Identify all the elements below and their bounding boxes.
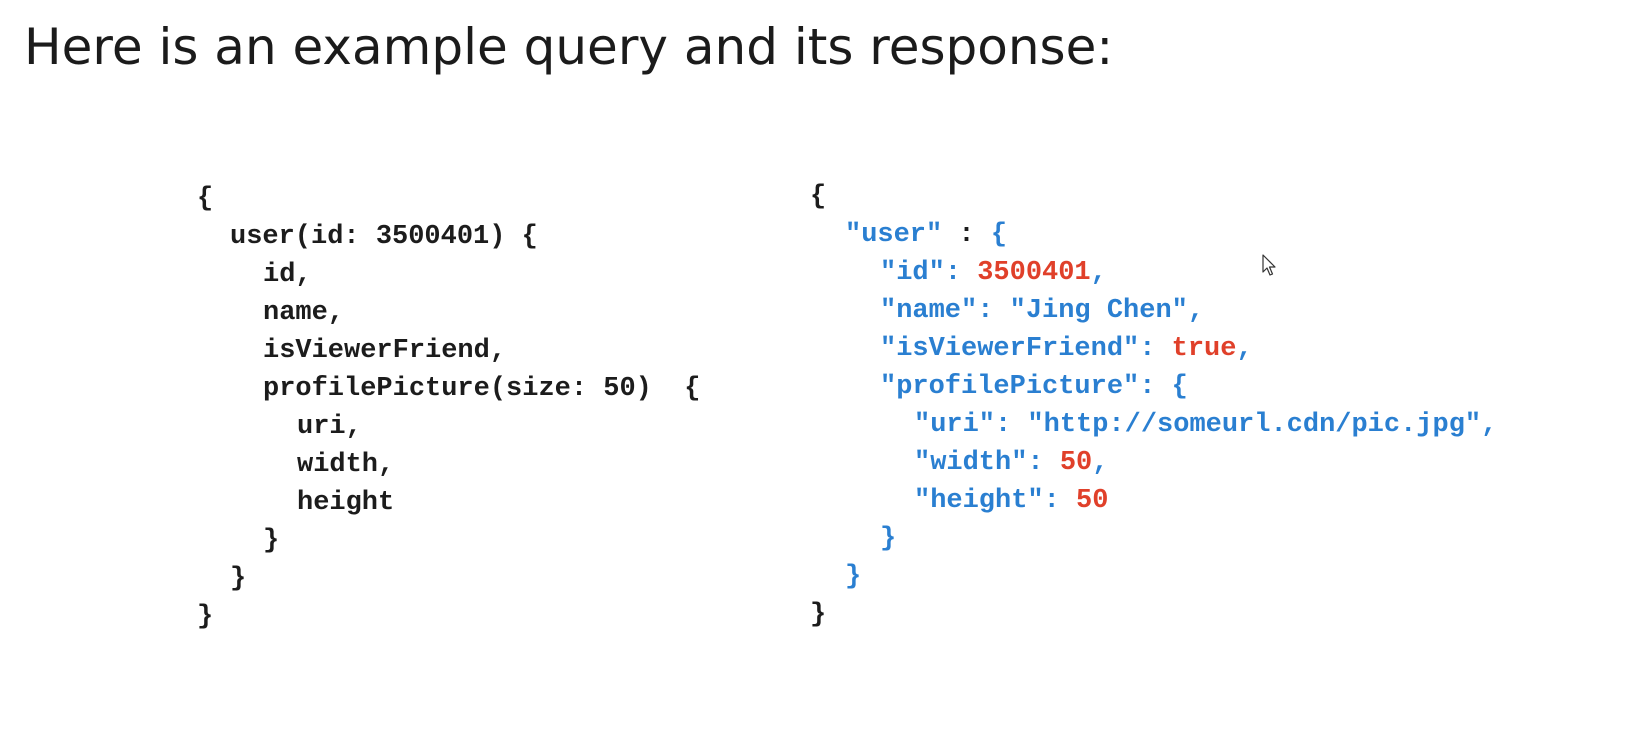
json-comma: , xyxy=(1236,334,1253,364)
response-line-uri: "uri": "http://someurl.cdn/pic.jpg", xyxy=(914,406,1497,444)
json-comma: , xyxy=(1092,448,1109,478)
json-value: true xyxy=(1171,334,1237,364)
json-comma: , xyxy=(1481,410,1498,440)
json-brace: { xyxy=(1171,372,1188,402)
response-line-height: "height": 50 xyxy=(914,482,1108,520)
response-line-is-viewer-friend: "isViewerFriend": true, xyxy=(880,330,1253,368)
query-line: } xyxy=(197,602,214,632)
json-separator: : xyxy=(977,296,1010,326)
query-line: width, xyxy=(297,450,395,480)
slide-title: Here is an example query and its respons… xyxy=(24,18,1114,76)
json-separator: : xyxy=(1043,486,1077,516)
query-line: isViewerFriend, xyxy=(263,336,507,366)
response-close-brace: } xyxy=(810,600,827,630)
json-separator: : xyxy=(1139,334,1172,364)
json-value: "http://someurl.cdn/pic.jpg" xyxy=(1027,410,1482,440)
json-key: "height" xyxy=(914,486,1044,516)
query-line: { xyxy=(197,184,214,214)
query-line: id, xyxy=(263,260,312,290)
response-line-width: "width": 50, xyxy=(914,444,1108,482)
json-separator: : xyxy=(1139,372,1172,402)
json-key: "id" xyxy=(880,258,945,288)
response-line-profile-picture: "profilePicture": { xyxy=(880,368,1188,406)
mouse-pointer-icon xyxy=(1262,254,1276,276)
query-line: height xyxy=(297,488,395,518)
json-separator: : xyxy=(942,220,991,250)
response-line-id: "id": 3500401, xyxy=(880,254,1107,292)
json-key: "width" xyxy=(914,448,1028,478)
response-close-brace: } xyxy=(845,562,862,592)
json-key: "name" xyxy=(880,296,978,326)
response-line-name: "name": "Jing Chen", xyxy=(880,292,1204,330)
json-comma: , xyxy=(1187,296,1205,326)
query-line: } xyxy=(230,564,247,594)
query-line: name, xyxy=(263,298,345,328)
response-close-brace: } xyxy=(880,524,897,554)
query-line: uri, xyxy=(297,412,362,442)
json-value: 50 xyxy=(1076,486,1109,516)
json-value: 50 xyxy=(1059,448,1093,478)
graphql-query-block: { user(id: 3500401) { id, name, isViewer… xyxy=(197,180,757,640)
query-line: } xyxy=(263,526,280,556)
json-key: "profilePicture" xyxy=(880,372,1140,402)
json-brace: { xyxy=(990,220,1008,250)
json-separator: : xyxy=(995,410,1028,440)
json-separator: : xyxy=(1027,448,1060,478)
json-comma: , xyxy=(1090,258,1107,288)
response-open-brace: { xyxy=(810,182,827,212)
json-value: "Jing Chen" xyxy=(1009,296,1188,326)
json-separator: : xyxy=(944,258,978,288)
json-value: 3500401 xyxy=(977,258,1091,288)
json-key: "uri" xyxy=(914,410,996,440)
json-response-block: { "user" : { "id": 3500401, "name": "Jin… xyxy=(810,178,1610,638)
response-line-user: "user" : { xyxy=(845,216,1007,254)
json-key: "isViewerFriend" xyxy=(880,334,1140,364)
json-key: "user" xyxy=(845,220,943,250)
query-line: profilePicture(size: 50) { xyxy=(263,374,701,404)
query-line: user(id: 3500401) { xyxy=(230,222,538,252)
